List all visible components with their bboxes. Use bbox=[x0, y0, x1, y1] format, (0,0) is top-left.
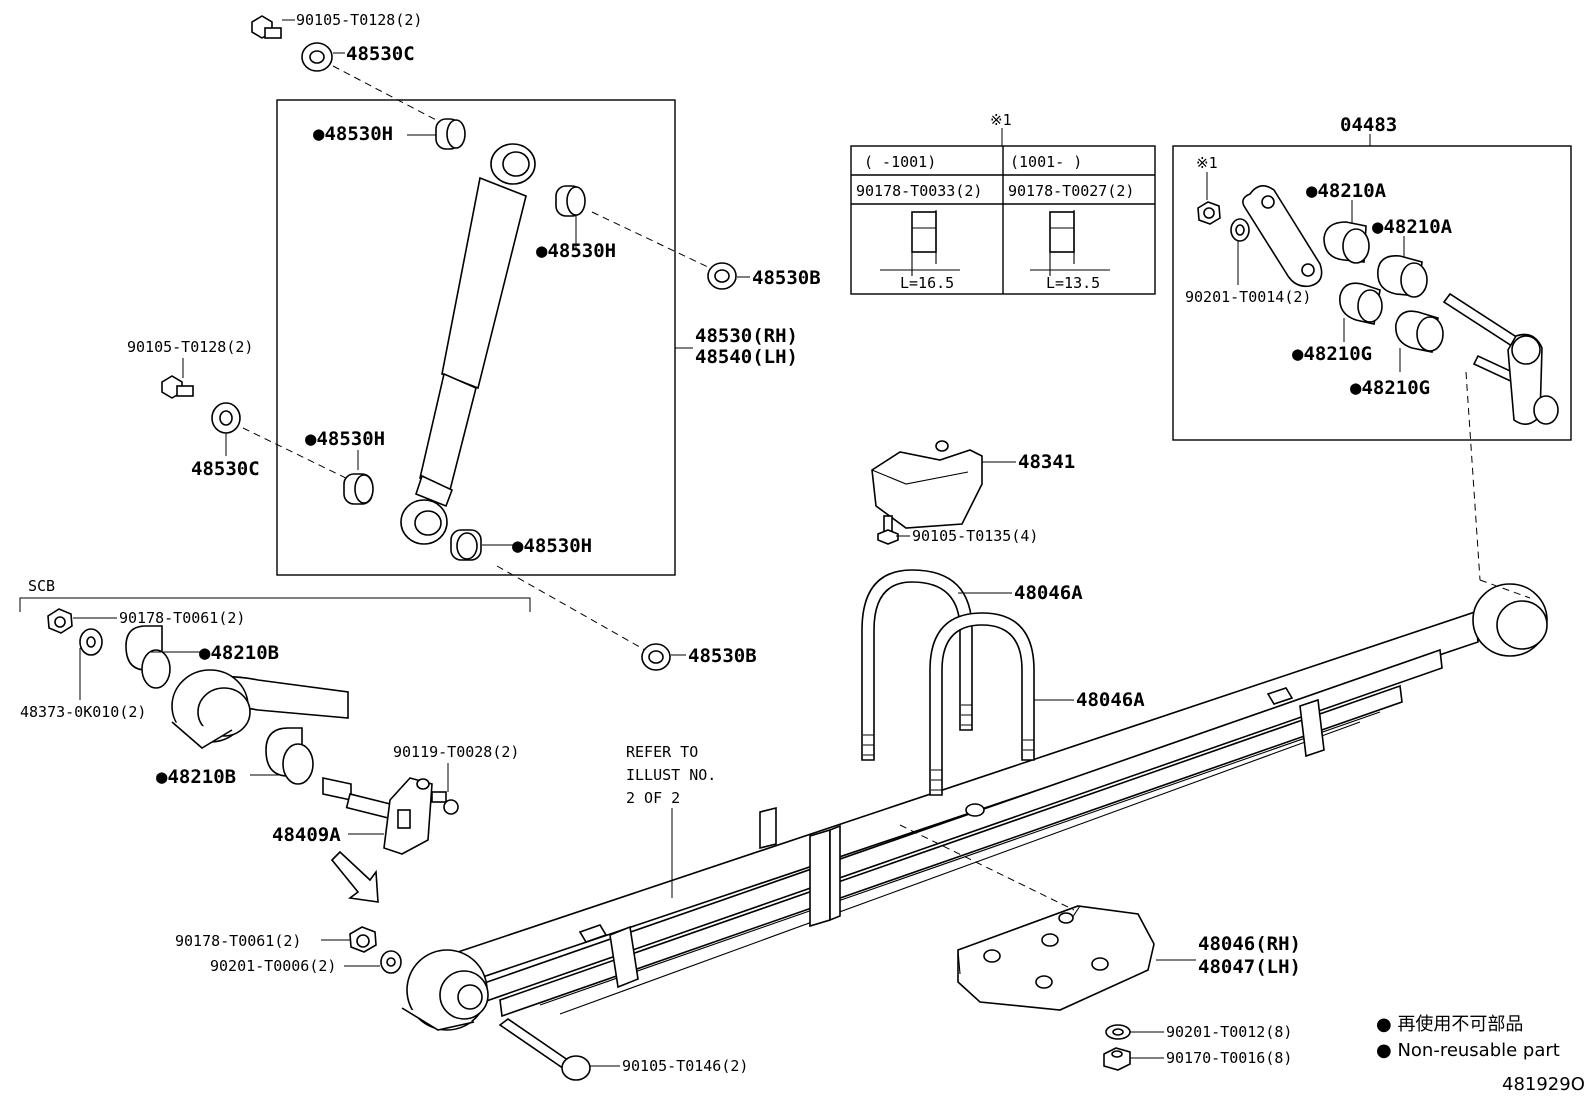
bushing-a1-icon bbox=[1323, 221, 1370, 264]
washer-plate-icon bbox=[1105, 1024, 1131, 1040]
shackle-plate-icon bbox=[1242, 185, 1323, 288]
bolt-top-icon bbox=[251, 15, 282, 39]
label-bolt-top: 90105-T0128(2) bbox=[296, 11, 422, 29]
legend-en: ● Non-reusable part bbox=[1376, 1040, 1560, 1061]
label-bushing-b2: ●48210B bbox=[156, 766, 236, 788]
refer-note-line3: 2 OF 2 bbox=[626, 789, 680, 807]
bushing-h4-icon bbox=[450, 529, 482, 561]
nut-plate-icon bbox=[1103, 1047, 1131, 1071]
inset-col1-header: ( -1001) bbox=[864, 153, 936, 171]
shackle-washer-icon bbox=[1230, 218, 1250, 242]
label-shock-lh: 48540(LH) bbox=[695, 346, 798, 368]
bolt-front-icon bbox=[498, 1018, 591, 1081]
refer-note-line2: ILLUST NO. bbox=[626, 766, 716, 784]
bushing-b2-icon bbox=[265, 727, 314, 785]
inset-col2-length: L=13.5 bbox=[1046, 274, 1100, 292]
label-scb: SCB bbox=[28, 577, 55, 595]
spring-eye-left-icon bbox=[171, 669, 349, 749]
ubolt-2-icon bbox=[929, 612, 1035, 796]
label-bushing-h2: ●48530H bbox=[536, 240, 616, 262]
bushing-g2-icon bbox=[1395, 310, 1444, 353]
washer-b2-icon bbox=[641, 643, 671, 671]
inset-table-note: ※1 bbox=[990, 111, 1012, 129]
diagram-id: 481929O bbox=[1502, 1074, 1585, 1095]
bolt-bracket-icon bbox=[431, 791, 459, 815]
label-bushing-h3: ●48530H bbox=[305, 428, 385, 450]
label-ubolt-1: 48046A bbox=[1014, 582, 1083, 604]
label-bushing-g1: ●48210G bbox=[1292, 343, 1372, 365]
refer-note-line1: REFER TO bbox=[626, 743, 698, 761]
shackle-nut-icon bbox=[1197, 201, 1221, 225]
scb-bracket-line bbox=[19, 597, 531, 612]
inset-col2-header: (1001- ) bbox=[1010, 153, 1082, 171]
label-bolt-front: 90105-T0146(2) bbox=[622, 1057, 748, 1075]
direction-arrow-icon bbox=[330, 850, 379, 903]
shackle-note: ※1 bbox=[1196, 154, 1218, 172]
label-bracket: 48409A bbox=[272, 824, 341, 846]
flange-nut-1-icon bbox=[880, 210, 960, 276]
leaf-spring-icon bbox=[401, 583, 1548, 1031]
bumper-icon bbox=[871, 440, 983, 529]
label-bolt-bumper: 90105-T0135(4) bbox=[912, 527, 1038, 545]
label-ubolt-2: 48046A bbox=[1076, 689, 1145, 711]
washer-front-icon bbox=[380, 950, 402, 974]
label-washer-b2: 48530B bbox=[688, 645, 757, 667]
label-shackle-kit: 04483 bbox=[1340, 114, 1397, 136]
inset-col1-length: L=16.5 bbox=[900, 274, 954, 292]
label-nut-scb: 90178-T0061(2) bbox=[119, 609, 245, 627]
washer-scb-icon bbox=[79, 628, 103, 656]
spring-plate-icon bbox=[957, 905, 1155, 1011]
bushing-b1-icon bbox=[125, 625, 171, 689]
label-nut-plate: 90170-T0016(8) bbox=[1166, 1049, 1292, 1067]
label-bushing-h1: ●48530H bbox=[313, 123, 393, 145]
label-washer-front: 90201-T0006(2) bbox=[210, 957, 336, 975]
label-shock-rh: 48530(RH) bbox=[695, 325, 798, 347]
label-plate-lh: 48047(LH) bbox=[1198, 956, 1301, 978]
label-washer-top: 48530C bbox=[346, 43, 415, 65]
bushing-h2-icon bbox=[555, 185, 586, 217]
bushing-h3-icon bbox=[343, 473, 374, 505]
label-bushing-g2: ●48210G bbox=[1350, 377, 1430, 399]
bushing-h1-icon bbox=[435, 118, 466, 150]
bushing-a2-icon bbox=[1377, 254, 1428, 298]
label-nut-front: 90178-T0061(2) bbox=[175, 932, 301, 950]
shackle-bolt-icon bbox=[1442, 292, 1559, 425]
ubolt-1-icon bbox=[861, 569, 973, 761]
label-bushing-b1: ●48210B bbox=[199, 642, 279, 664]
washer-left-icon bbox=[211, 402, 241, 434]
nut-front-icon bbox=[349, 926, 377, 953]
washer-top-icon bbox=[301, 42, 333, 72]
bolt-bumper-icon bbox=[877, 515, 899, 545]
inset-col2-part: 90178-T0027(2) bbox=[1008, 182, 1134, 200]
shackle-kit-frame bbox=[1172, 145, 1572, 441]
inset-col1-part: 90178-T0033(2) bbox=[856, 182, 982, 200]
shock-absorber-frame bbox=[276, 99, 676, 576]
label-bushing-h4: ●48530H bbox=[512, 535, 592, 557]
label-bushing-a1: ●48210A bbox=[1306, 180, 1387, 202]
nut-scb-icon bbox=[47, 608, 73, 634]
label-washer-left: 48530C bbox=[191, 458, 260, 480]
legend-jp: ● 再使用不可部品 bbox=[1376, 1014, 1523, 1035]
label-washer-plate: 90201-T0012(8) bbox=[1166, 1023, 1292, 1041]
flange-nut-2-icon bbox=[1030, 210, 1110, 276]
label-bolt-bracket: 90119-T0028(2) bbox=[393, 743, 519, 761]
label-shackle-washer: 90201-T0014(2) bbox=[1185, 288, 1311, 306]
label-washer-b1: 48530B bbox=[752, 267, 821, 289]
washer-b1-icon bbox=[707, 262, 737, 290]
label-bushing-a2: ●48210A bbox=[1372, 216, 1453, 238]
bolt-left-icon bbox=[161, 375, 194, 399]
label-bumper: 48341 bbox=[1018, 451, 1075, 473]
label-plate-rh: 48046(RH) bbox=[1198, 933, 1301, 955]
shock-absorber-icon bbox=[400, 143, 536, 545]
bushing-g1-icon bbox=[1339, 282, 1383, 325]
bracket-icon bbox=[322, 777, 433, 855]
label-bolt-left: 90105-T0128(2) bbox=[127, 338, 253, 356]
label-washer-scb: 48373-0K010(2) bbox=[20, 703, 146, 721]
